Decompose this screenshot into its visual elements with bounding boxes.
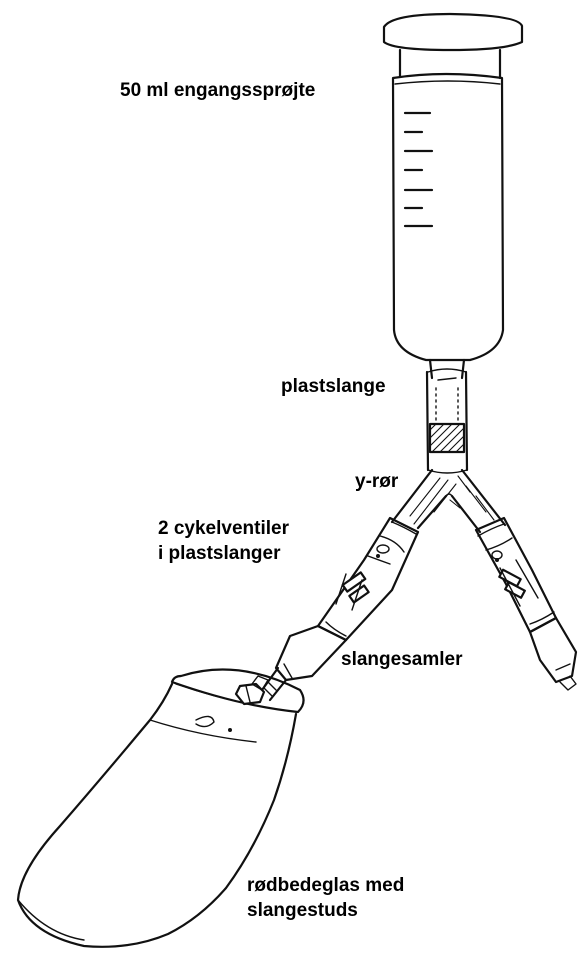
label-y-tube: y-rør xyxy=(355,469,398,494)
valve-left xyxy=(318,518,418,640)
syringe xyxy=(384,14,522,378)
label-jar-line1: rødbedeglas med xyxy=(247,873,404,898)
label-jar-line2: slangestuds xyxy=(247,898,404,923)
label-bicycle-valves-line2: i plastslanger xyxy=(158,541,289,566)
label-bicycle-valves-line1: 2 cykelventiler xyxy=(158,516,289,541)
valve-right xyxy=(476,518,556,632)
label-hose-connector: slangesamler xyxy=(341,647,462,672)
label-bicycle-valves: 2 cykelventiler i plastslanger xyxy=(158,516,289,566)
y-tube xyxy=(392,470,505,532)
hose-connector-right xyxy=(530,618,576,690)
label-jar: rødbedeglas med slangestuds xyxy=(247,873,404,923)
plastic-tube xyxy=(427,369,467,473)
label-plastic-tube: plastslange xyxy=(281,374,386,399)
label-syringe: 50 ml engangssprøjte xyxy=(120,78,315,103)
hose-connector-left xyxy=(262,626,346,700)
